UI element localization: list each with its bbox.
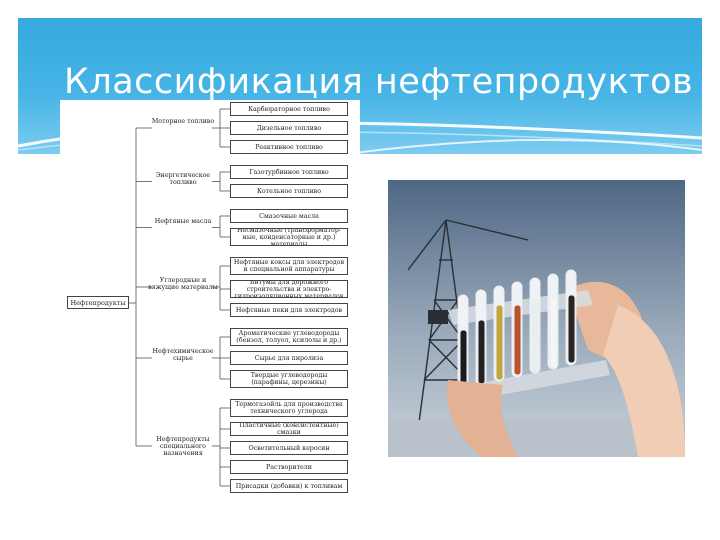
leaf-node: Дизельное топливо [230, 121, 348, 135]
leaf-node: Осветительный керосин [230, 441, 348, 455]
root-node: Нефтепродукты [67, 296, 129, 309]
category-node: Нефтехимическое сырье [152, 348, 214, 362]
leaf-node: Присадки (добавки) к топливам [230, 479, 348, 493]
leaf-node: Ароматические углеводороды (бензол, толу… [230, 328, 348, 346]
leaf-node: Термогазойль для производства техническо… [230, 399, 348, 417]
leaf-node: Растворители [230, 460, 348, 474]
category-node: Моторное топливо [151, 118, 215, 125]
leaf-node: Реактивное топливо [230, 140, 348, 154]
leaf-node: Газотурбинное топливо [230, 165, 348, 179]
leaf-node: Карбюраторное топливо [230, 102, 348, 116]
leaf-node: Котельное топливо [230, 184, 348, 198]
leaf-node: Битумы для дорожного строительства и эле… [230, 280, 348, 298]
test-tubes-photo [388, 180, 685, 457]
root-node-label: Нефтепродукты [70, 298, 126, 307]
leaf-node: Твердые углеводороды (парафины, церезины… [230, 370, 348, 388]
leaf-node: Пластичные (консистентные) смазки [230, 422, 348, 436]
leaf-node: Несмазочные (трансформатор-ные, конденса… [230, 228, 348, 246]
leaf-node: Нефтяные пеки для электродов [230, 303, 348, 317]
slide-title: Классификация нефтепродуктов [64, 62, 694, 102]
leaf-node: Смазочные масла [230, 209, 348, 223]
photo-illustration [388, 180, 685, 457]
leaf-node: Сырье для пиролиза [230, 351, 348, 365]
category-node: Нефтяные масла [154, 217, 212, 225]
category-node: Нефтепродукты специального назначения [156, 436, 210, 457]
category-node: Углеродные и вяжущие материалы [148, 277, 218, 291]
tree-connector-lines [129, 108, 230, 487]
leaf-node: Нефтяные коксы для электродов и специаль… [230, 257, 348, 275]
category-node: Энергетическое топливо [155, 171, 211, 186]
